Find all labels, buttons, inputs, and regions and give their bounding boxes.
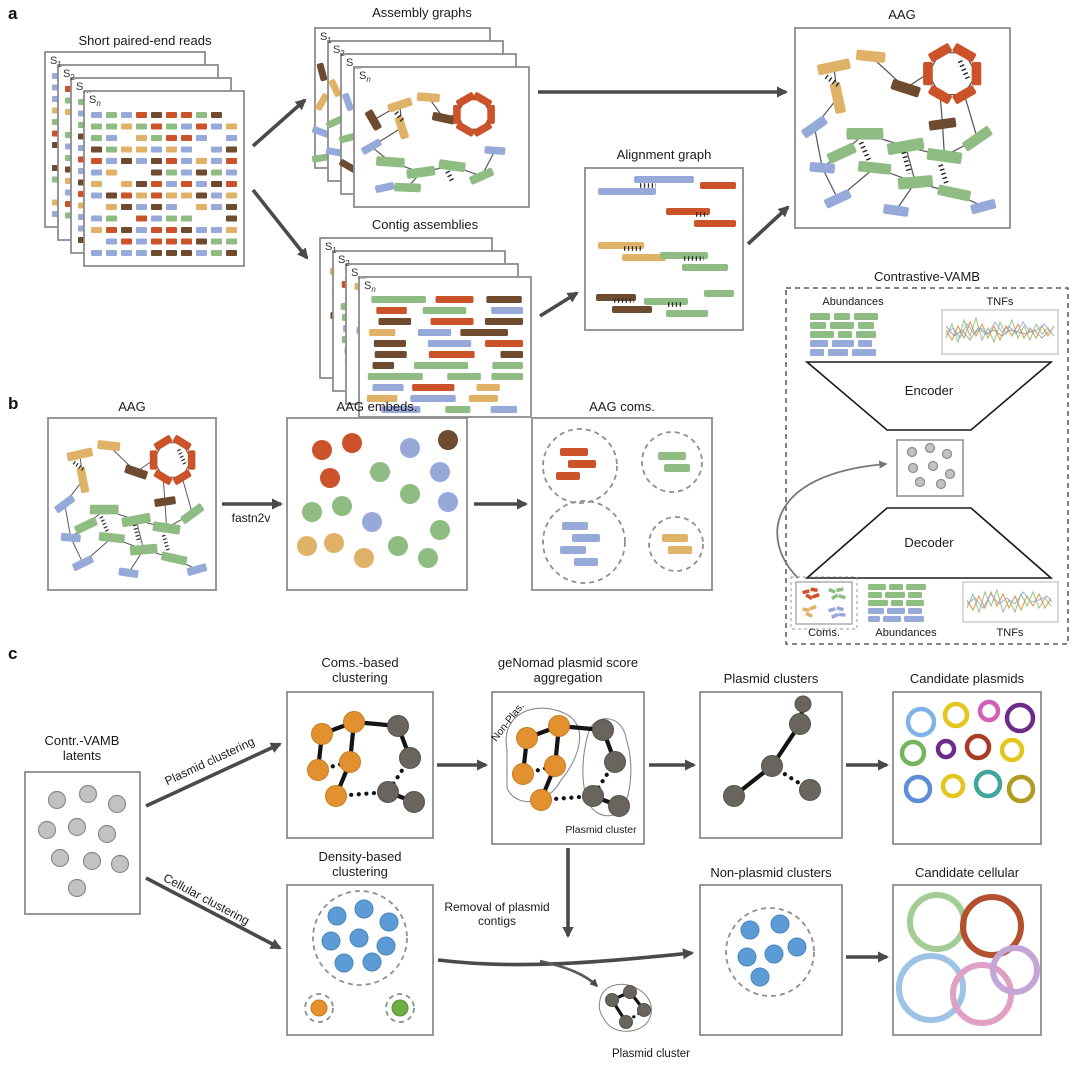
vamb-title: Contrastive-VAMB — [874, 269, 980, 284]
tnfs-icon-top — [941, 309, 1059, 355]
density-title: Density-based clustering — [318, 849, 402, 879]
sample-label-sn: Sn — [89, 94, 101, 109]
vamb-box — [776, 287, 1069, 645]
sample-label-sn: Sn — [364, 280, 376, 295]
latent-box — [896, 439, 964, 497]
panel-b-aag — [47, 417, 217, 591]
b-embeds-title: AAG embeds. — [336, 399, 418, 414]
b-aag-title: AAG — [118, 399, 146, 414]
genomad-title: geNomad plasmid score aggregation — [497, 655, 639, 685]
plasmid-clusters-title: Plasmid clusters — [723, 671, 819, 686]
abundances-top-label: Abundances — [822, 296, 884, 308]
panel-c-candidate-cellular — [892, 884, 1042, 1036]
aag-title: AAG — [888, 7, 916, 22]
sample-label-s2: S2 — [338, 254, 350, 269]
assembly-graphs-stack — [311, 27, 530, 208]
alignment-graph-panel — [584, 167, 744, 331]
fastn2v-label: fastn2v — [231, 511, 271, 525]
non-plasmid-title: Non-plasmid clusters — [710, 865, 832, 880]
sample-label-sdots: S… — [346, 57, 362, 72]
b-coms-title: AAG coms. — [589, 399, 655, 414]
sample-label-sdots: S… — [76, 81, 92, 96]
panel-c-letter: c — [8, 644, 18, 663]
sample-label-sn: Sn — [359, 70, 371, 85]
tnfs-bottom-label: TNFs — [996, 627, 1024, 639]
panel-c-density — [286, 884, 434, 1036]
panel-a-arrows — [251, 86, 790, 318]
plasmid-cluster-small-label: Plasmid cluster — [612, 1048, 690, 1060]
plasmid-cluster-blob — [598, 983, 652, 1032]
decoder-shape — [804, 507, 1054, 579]
tnfs-icon-bottom — [962, 581, 1059, 623]
candidate-plasmids-title: Candidate plasmids — [909, 671, 1025, 686]
panel-c-non-plasmid — [699, 884, 843, 1036]
contig-assemblies-title: Contig assemblies — [371, 217, 479, 232]
alignment-graph-title: Alignment graph — [616, 147, 712, 162]
panel-c-coms-clustering — [286, 691, 434, 839]
tnfs-top-label: TNFs — [986, 296, 1014, 308]
panel-c-genomad — [491, 691, 645, 845]
reads-title: Short paired-end reads — [78, 33, 212, 48]
encoder-shape — [804, 361, 1054, 431]
panel-c-plasmid-clusters — [699, 691, 843, 839]
panel-a-letter: a — [8, 4, 18, 23]
contig-assemblies-stack — [319, 237, 532, 418]
plasmid-cluster-label: Plasmid cluster — [565, 824, 637, 836]
sample-label-s1: S1 — [325, 241, 337, 256]
panel-c-candidate-plasmids — [892, 691, 1042, 845]
abundances-icon-top — [810, 313, 878, 356]
coms-clustering-title: Coms.-based clustering — [321, 655, 399, 685]
panel-b-embeds — [286, 417, 468, 591]
decoder-label: Decoder — [904, 535, 954, 550]
sample-label-s1: S1 — [320, 31, 332, 46]
sample-label-sdots: S… — [351, 267, 367, 282]
coms-bottom-label: Coms. — [808, 627, 840, 639]
abundances-bottom-label: Abundances — [875, 627, 937, 639]
panel-c-arrows — [145, 742, 890, 988]
sample-label-s2: S2 — [333, 44, 345, 59]
panel-b-coms — [531, 417, 713, 591]
encoder-label: Encoder — [904, 383, 954, 398]
panel-b-letter: b — [8, 394, 19, 413]
coms-icon — [790, 576, 858, 630]
aag-panel — [794, 27, 1011, 229]
abundances-icon-bottom — [868, 584, 926, 622]
candidate-cellular-title: Candidate cellular — [914, 865, 1020, 880]
assembly-graphs-title: Assembly graphs — [372, 5, 472, 20]
reads-stack — [44, 51, 245, 267]
removal-label: Removal of plasmid contigs — [444, 900, 550, 928]
latents-title: Contr.-VAMB latents — [44, 733, 120, 763]
sample-label-s1: S1 — [50, 55, 62, 70]
sample-label-s2: S2 — [63, 68, 75, 83]
panel-c-latents — [24, 771, 141, 915]
